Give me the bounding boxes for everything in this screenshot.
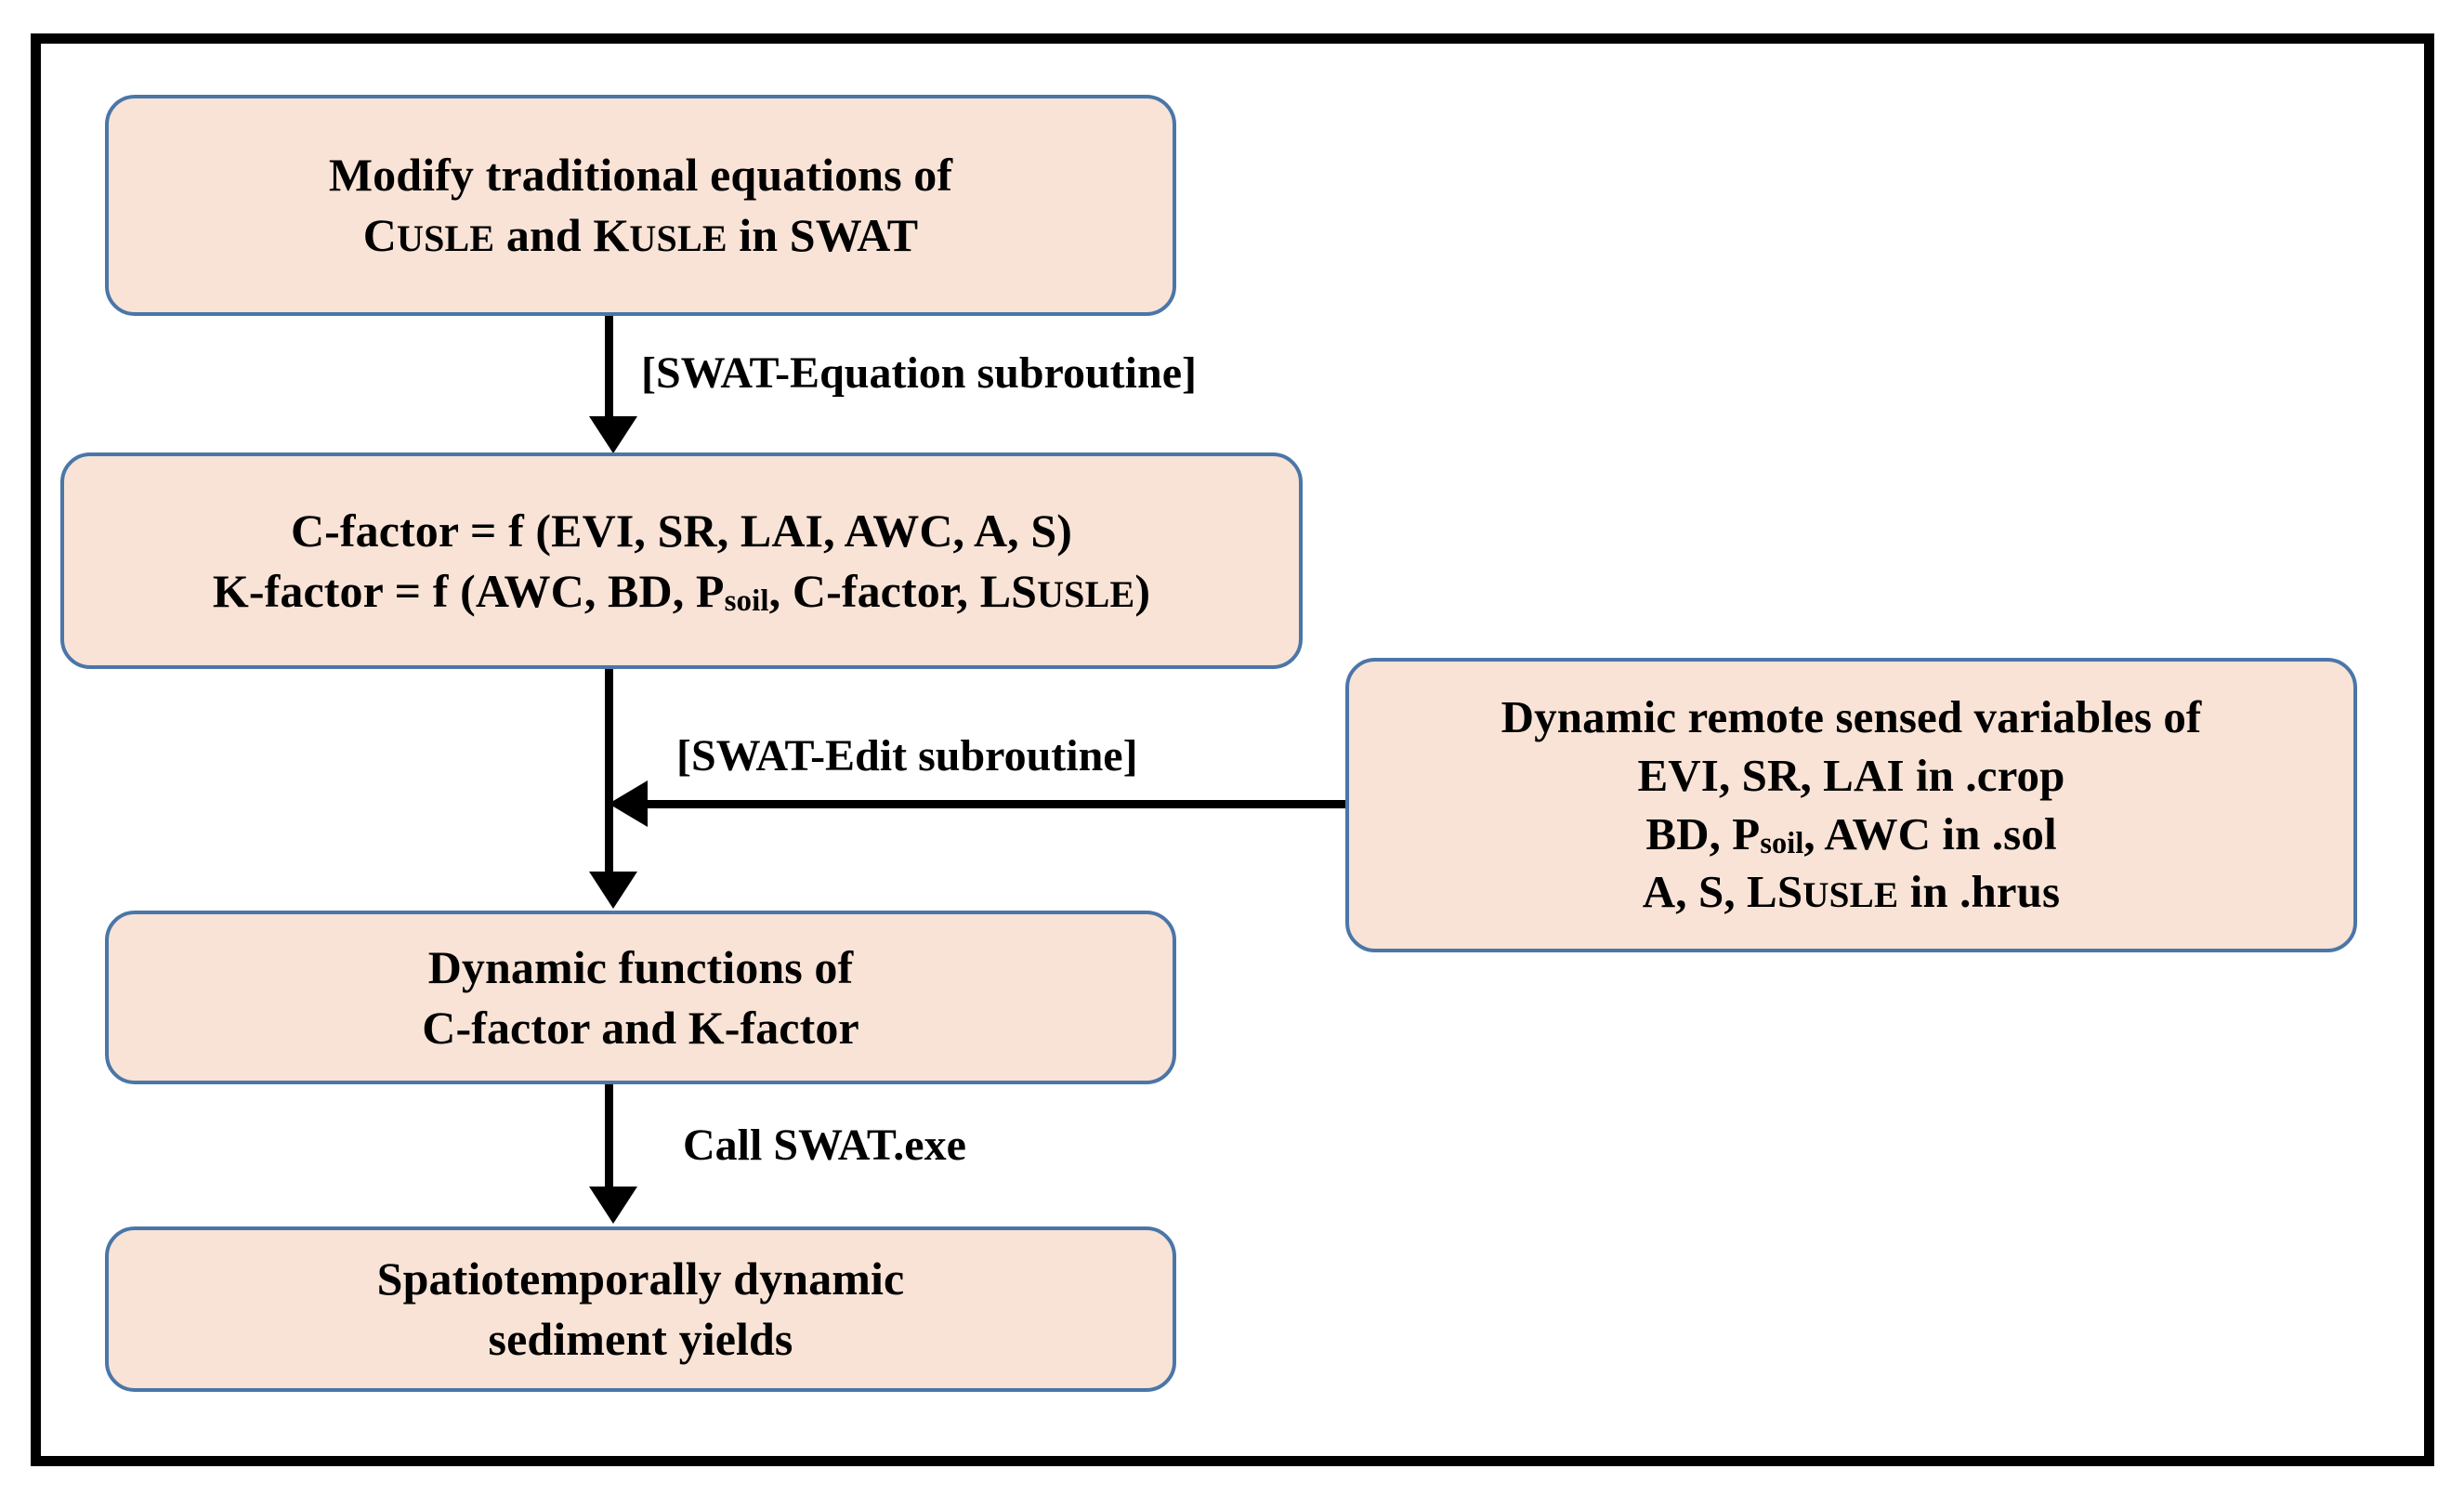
node-remote-variables-line2: EVI, SR, LAI in .crop <box>1637 749 2065 801</box>
connector-arrowhead-3 <box>589 1187 637 1224</box>
text-kfactor-open: K-factor = f (AWC, BD, P <box>212 564 725 617</box>
node-factor-equations-line1: C-factor = f (EVI, SR, LAI, AWC, A, S) <box>290 504 1073 557</box>
connector-arrowhead-1 <box>589 416 637 453</box>
text-cfactor-ls: , C-factor, LS <box>768 564 1038 617</box>
edge-label-call-swat-exe: Call SWAT.exe <box>683 1121 966 1170</box>
connector-line-1 <box>605 316 613 420</box>
connector-line-2 <box>605 669 613 875</box>
edge-label-swat-edit-subroutine: [SWAT-Edit subroutine] <box>676 731 1138 780</box>
node-dynamic-functions[interactable]: Dynamic functions of C-factor and K-fact… <box>105 911 1176 1084</box>
text-a-s-ls: A, S, LS <box>1642 866 1803 918</box>
node-modify-equations-line2: CUSLE and KUSLE in SWAT <box>363 205 918 266</box>
subscript-usle-4: USLE <box>1802 875 1899 916</box>
subscript-soil: soil <box>724 584 769 618</box>
subscript-usle-2: USLE <box>629 217 727 259</box>
node-remote-variables-line4: A, S, LSUSLE in .hrus <box>1643 863 2060 922</box>
node-sediment-yields-line2: sediment yields <box>488 1313 793 1365</box>
text-and-k: and K <box>494 209 630 261</box>
connector-line-3 <box>605 1084 613 1190</box>
text-close-paren: ) <box>1134 564 1151 617</box>
node-remote-sensed-variables[interactable]: Dynamic remote sensed variables of EVI, … <box>1345 658 2357 952</box>
node-modify-equations[interactable]: Modify traditional equations of CUSLE an… <box>105 95 1176 316</box>
node-modify-equations-line1: Modify traditional equations of <box>328 149 953 201</box>
connector-line-lateral <box>648 800 1345 808</box>
node-remote-variables-line3: BD, Psoil, AWC in .sol <box>1645 806 2056 864</box>
text-awc-sol: , AWC in .sol <box>1803 807 2057 859</box>
subscript-usle-3: USLE <box>1037 572 1135 615</box>
node-remote-variables-line1: Dynamic remote sensed variables of <box>1501 691 2202 743</box>
node-factor-equations-line2: K-factor = f (AWC, BD, Psoil, C-factor, … <box>213 561 1150 622</box>
subscript-soil-2: soil <box>1760 825 1804 859</box>
node-factor-equations[interactable]: C-factor = f (EVI, SR, LAI, AWC, A, S) K… <box>60 452 1303 669</box>
node-sediment-yields-line1: Spatiotemporally dynamic <box>376 1252 905 1305</box>
node-dynamic-functions-line2: C-factor and K-factor <box>422 1001 859 1054</box>
node-dynamic-functions-line1: Dynamic functions of <box>427 940 854 993</box>
connector-arrowhead-2 <box>589 872 637 909</box>
subscript-usle-1: USLE <box>397 217 495 259</box>
text-bd-p: BD, P <box>1645 807 1761 859</box>
text-in-swat: in SWAT <box>727 209 919 261</box>
node-sediment-yields[interactable]: Spatiotemporally dynamic sediment yields <box>105 1226 1176 1392</box>
edge-label-swat-equation-subroutine: [SWAT-Equation subroutine] <box>641 348 1197 398</box>
text-c: C <box>362 209 397 261</box>
text-in-hrus: in .hrus <box>1898 866 2061 918</box>
outer-frame-border <box>31 33 2434 1466</box>
connector-arrowhead-lateral <box>609 780 648 827</box>
